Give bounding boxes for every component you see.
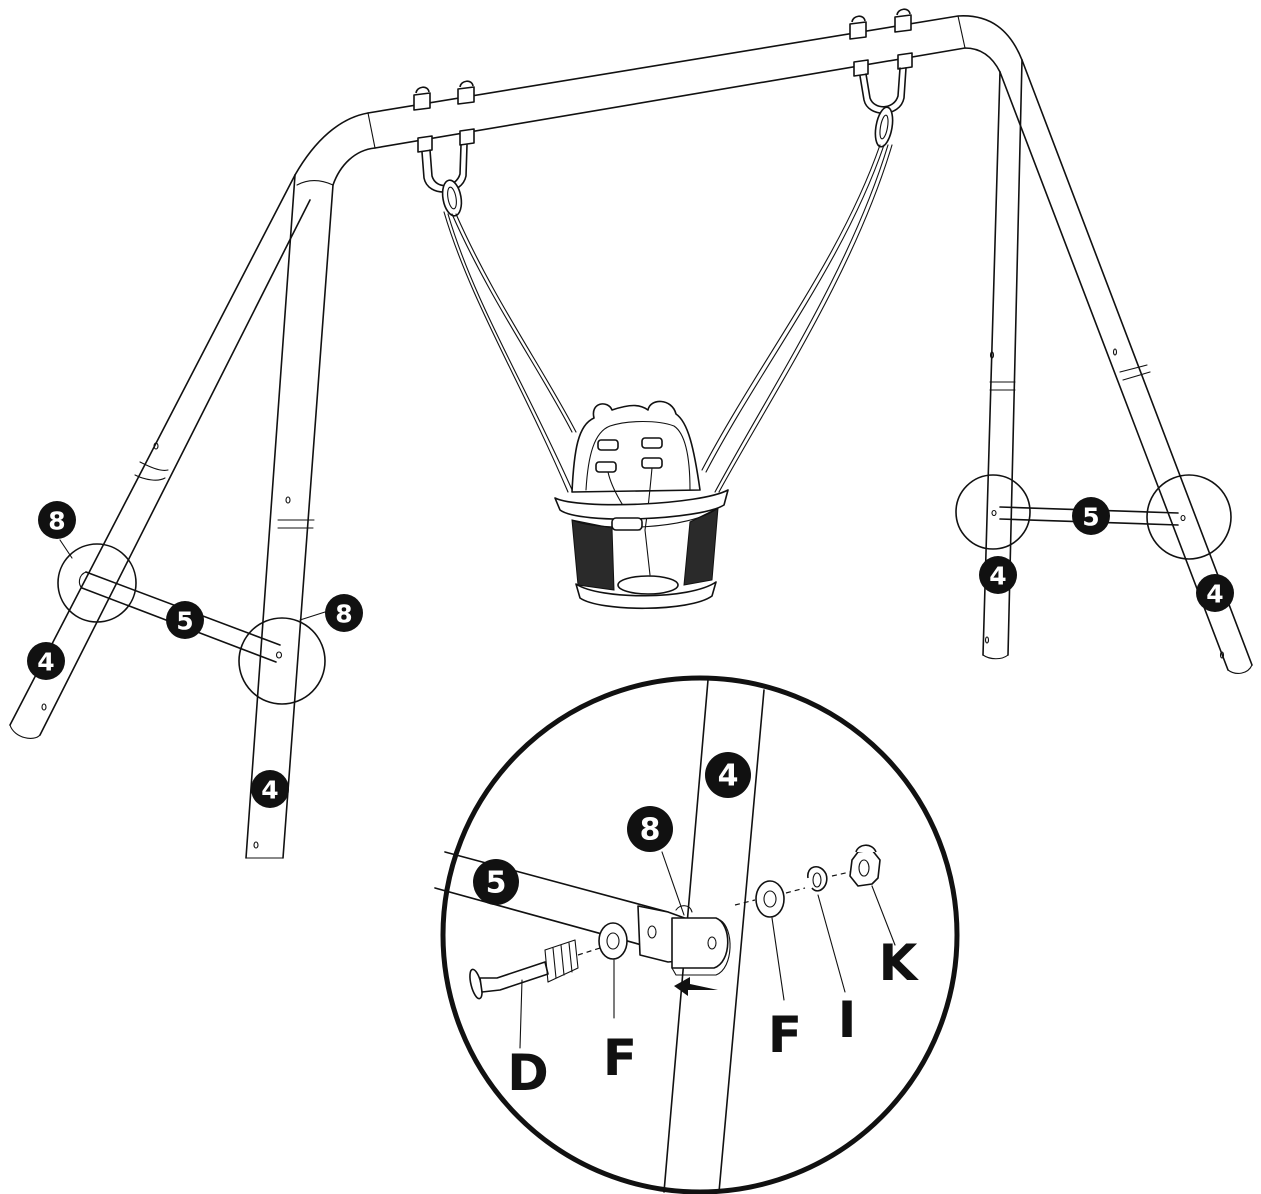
right-left-joint-callout-circle [955, 474, 1031, 550]
label-spring-washer-i: I [838, 991, 857, 1049]
label-washer-f-right: F [768, 1006, 802, 1064]
arrow-icon [674, 977, 718, 996]
right-inner-leg [982, 59, 1023, 660]
svg-text:4: 4 [1206, 580, 1223, 609]
label-bolt-d: D [507, 1044, 549, 1102]
washer-right [755, 880, 785, 1001]
badge-left-right-8: 8 [325, 594, 363, 632]
svg-text:5: 5 [176, 607, 193, 636]
right-joint-callout-circle [238, 617, 326, 705]
detail-view [434, 675, 960, 1194]
swing-frame [9, 15, 1253, 859]
baby-seat [554, 400, 729, 610]
top-beam [294, 15, 1023, 186]
badge-detail-4: 4 [705, 752, 751, 798]
right-outer-leg [999, 59, 1253, 674]
svg-text:8: 8 [640, 813, 661, 848]
left-inner-leg [245, 174, 334, 859]
right-right-joint-callout-circle [1146, 474, 1232, 560]
badge-top-left-8: 8 [38, 501, 76, 539]
svg-text:4: 4 [989, 562, 1006, 591]
label-nut-k: K [879, 934, 920, 992]
svg-text:5: 5 [1082, 503, 1099, 532]
badge-detail-5: 5 [473, 859, 519, 905]
nut [849, 844, 896, 946]
badge-detail-8: 8 [627, 806, 673, 852]
svg-text:4: 4 [261, 776, 278, 805]
label-washer-f-left: F [603, 1029, 637, 1087]
badge-left-leg-4-a: 4 [27, 642, 65, 680]
badge-left-5: 5 [166, 601, 204, 639]
svg-text:5: 5 [486, 866, 507, 901]
badge-right-leg-4-b: 4 [1196, 574, 1234, 612]
detail-circle [440, 675, 960, 1194]
left-hanger [413, 80, 475, 217]
svg-text:4: 4 [718, 759, 739, 794]
badge-right-leg-4-a: 4 [979, 556, 1017, 594]
spring-washer [807, 866, 846, 993]
svg-text:8: 8 [335, 600, 352, 629]
left-joint-callout-circle [57, 543, 137, 623]
left-outer-leg [9, 174, 311, 739]
bolt [469, 939, 579, 1049]
svg-text:4: 4 [37, 648, 54, 677]
right-hanger [849, 8, 913, 148]
badge-left-leg-4-b: 4 [251, 770, 289, 808]
badge-right-5: 5 [1072, 497, 1110, 535]
svg-text:8: 8 [48, 507, 65, 536]
washer-left [598, 922, 628, 1019]
ropes [443, 144, 893, 493]
